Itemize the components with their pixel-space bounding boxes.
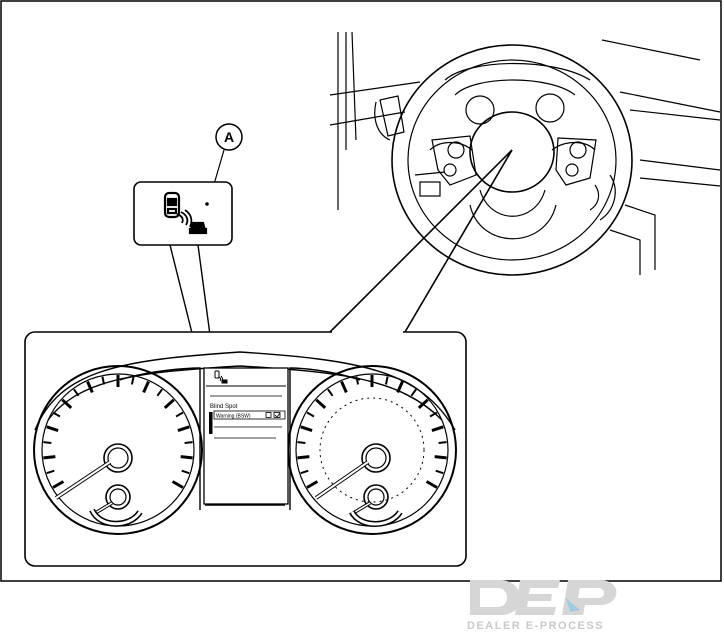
callout-a-label: A [224, 129, 234, 145]
gauge-tick [435, 457, 447, 458]
gauge-tick [439, 442, 447, 443]
steering-wheel [330, 32, 720, 275]
center-display: Blind Spot Warning (BSW) [204, 368, 288, 504]
dealer-e-process-logo [470, 580, 617, 615]
watermark-brand-text: DEALER E-PROCESS [467, 620, 604, 632]
display-title: Blind Spot [210, 404, 238, 410]
callout-pointer [330, 150, 512, 332]
gauge-tick [297, 457, 309, 458]
gauge-tick [185, 442, 193, 443]
gauge-tick [43, 457, 55, 458]
gauge-tick [297, 442, 305, 443]
display-row-label: Warning (BSW) [216, 414, 251, 420]
gauge-tick [43, 442, 51, 443]
gauge-tick [181, 457, 193, 458]
